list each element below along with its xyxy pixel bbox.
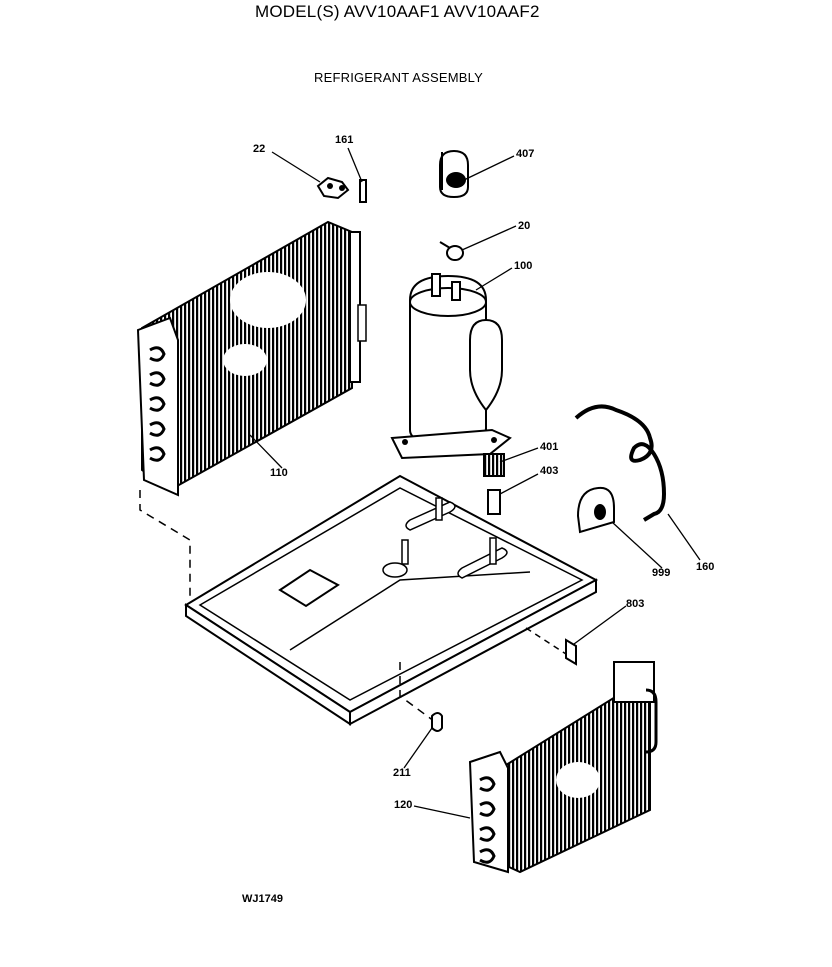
callout-20: 20 [518, 220, 531, 232]
leader-lines [249, 147, 701, 819]
grommet-part [439, 241, 464, 261]
callout-401: 401 [540, 441, 559, 453]
callout-407: 407 [516, 148, 535, 160]
callout-110: 110 [270, 467, 288, 479]
callout-22: 22 [253, 143, 266, 155]
callout-403: 403 [540, 465, 559, 477]
callout-211: 211 [393, 767, 411, 779]
base-pan [139, 474, 599, 726]
page-title: MODEL(S) AVV10AAF1 AVV10AAF2 [255, 2, 540, 21]
callout-160: 160 [696, 561, 715, 573]
shroud-part [576, 486, 615, 534]
compressor [390, 273, 512, 460]
callout-161: 161 [335, 134, 354, 146]
sensor-part [359, 179, 367, 203]
clip-211-part [431, 712, 443, 732]
callout-999: 999 [652, 567, 671, 579]
evaporator-coil [136, 220, 367, 497]
mount-parts [483, 453, 505, 515]
section-title: REFRIGERANT ASSEMBLY [314, 70, 483, 85]
callout-803: 803 [626, 598, 645, 610]
bracket-part [525, 627, 577, 666]
condenser-coil [468, 661, 658, 874]
terminal-cover-part [439, 149, 469, 199]
refrigerant-tube [574, 404, 667, 522]
callout-100: 100 [514, 260, 533, 272]
callout-120: 120 [394, 799, 413, 811]
clip-part [316, 176, 350, 200]
drawing-reference: WJ1749 [242, 893, 283, 905]
